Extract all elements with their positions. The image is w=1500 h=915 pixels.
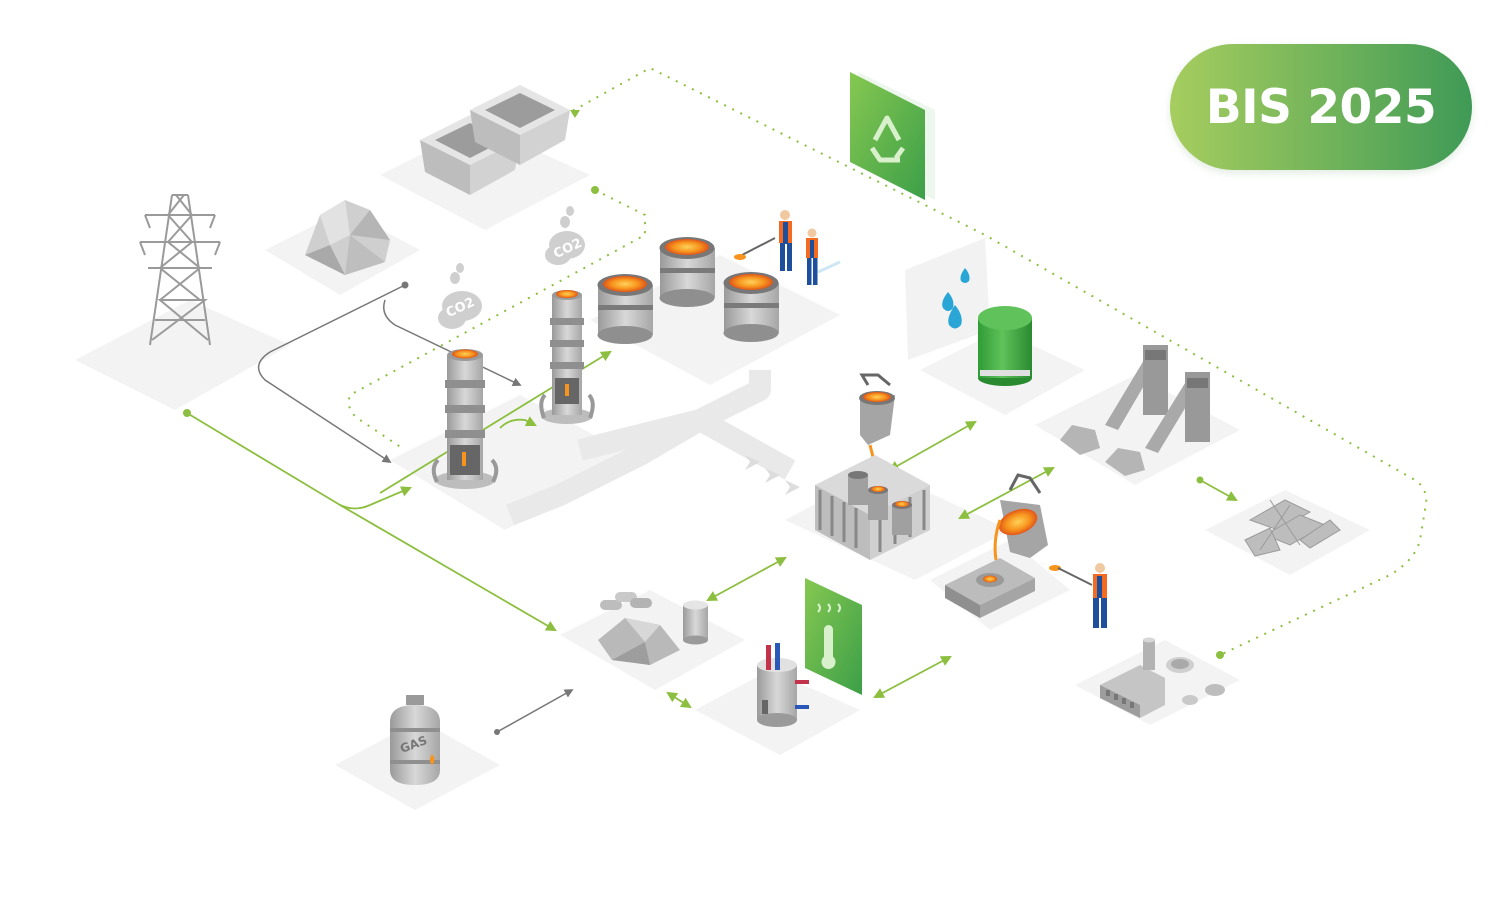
gas-cylinder-icon: GAS bbox=[390, 695, 440, 785]
gray-return-line bbox=[257, 284, 406, 463]
platforms bbox=[75, 125, 1370, 810]
flow-chevrons bbox=[745, 455, 800, 495]
dotted-loop-outer bbox=[564, 66, 1428, 656]
scrap-pile-icon bbox=[305, 200, 390, 275]
power-tower-icon bbox=[139, 194, 221, 346]
factory-icon bbox=[1100, 637, 1225, 718]
raw-materials-icon bbox=[598, 592, 708, 665]
workers-top-icon bbox=[734, 210, 841, 285]
worker-bottom-icon bbox=[1049, 563, 1107, 628]
pouring-ladle-icon bbox=[993, 473, 1048, 561]
year-badge-label: BIS 2025 bbox=[1205, 79, 1437, 135]
press-plate-icon bbox=[945, 558, 1035, 618]
water-drops-icon bbox=[905, 238, 990, 360]
recycle-icon bbox=[850, 72, 935, 200]
scrap-bins-icon bbox=[420, 85, 570, 195]
conveyor-scrap-icon bbox=[1060, 345, 1210, 476]
thermometer-icon bbox=[805, 578, 862, 695]
blast-furnace-left-icon: CO2 bbox=[431, 263, 499, 489]
casting-molds-icon bbox=[815, 455, 930, 560]
year-badge: BIS 2025 bbox=[1170, 44, 1472, 170]
metal-shavings-icon bbox=[1244, 499, 1341, 557]
flow-track bbox=[505, 370, 796, 526]
platform-conveyor bbox=[1035, 375, 1240, 485]
green-feed-line bbox=[186, 412, 412, 510]
boiler-icon bbox=[757, 643, 809, 727]
platform-power bbox=[75, 300, 290, 410]
blast-furnace-right-icon: CO2 bbox=[539, 206, 595, 424]
green-tank-icon bbox=[978, 306, 1032, 386]
molten-vessels-icon bbox=[597, 237, 779, 344]
